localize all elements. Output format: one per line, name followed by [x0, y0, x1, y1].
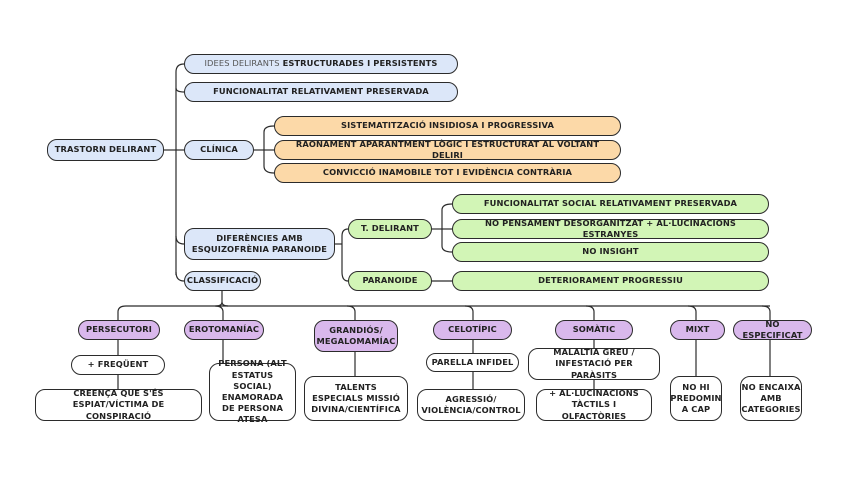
clinical-item[interactable]: RAONAMENT APARANTMENT LÒGIC I ESTRUCTURA…	[274, 138, 621, 160]
detail-persecutori-1[interactable]: + FREQÜENT	[71, 355, 165, 375]
clinical-node[interactable]: CLÍNICA	[184, 140, 254, 160]
type-mixt[interactable]: MIXT	[670, 320, 725, 340]
connector	[341, 228, 349, 237]
connector	[263, 125, 275, 133]
detail-text: TALENTS ESPECIALS MISSIÓ DIVINA/CIENTÍFI…	[311, 381, 401, 415]
type-grandios[interactable]: GRANDIÓS/ MEGALOMAMÍAC	[314, 320, 398, 352]
detail-somatic-1[interactable]: MALALTIA GREU / INFESTACIÓ PER PARÀSITS	[528, 347, 660, 380]
connector	[441, 245, 453, 253]
ideas-node[interactable]: IDEES DELIRANTS ESTRUCTURADES I PERSISTE…	[184, 54, 458, 74]
detail-no-especificat[interactable]: NO ENCAIXA AMB CATEGORIES	[740, 376, 802, 421]
connector	[175, 271, 185, 282]
detail-text: PERSONA (ALT ESTATUS SOCIAL) ENAMORADA D…	[218, 358, 287, 425]
type-label: GRANDIÓS/ MEGALOMAMÍAC	[316, 324, 396, 346]
classification-label: CLASSIFICACIÓ	[186, 275, 259, 286]
clinical-item[interactable]: SISTEMATITZACIÓ INSIDIOSA I PROGRESSIVA	[274, 116, 621, 136]
ideas-bold-text: ESTRUCTURADES I PERSISTENTS	[282, 58, 438, 69]
type-label: EROTOMANÍAC	[188, 324, 260, 335]
type-erotomaniac[interactable]: EROTOMANÍAC	[184, 320, 264, 340]
detail-text: AGRESSIÓ/ VIOLÈNCIA/CONTROL	[421, 393, 521, 415]
detail-erotomaniac[interactable]: PERSONA (ALT ESTATUS SOCIAL) ENAMORADA D…	[209, 358, 296, 424]
connector	[585, 305, 595, 320]
detail-text: + FREQÜENT	[87, 359, 149, 370]
differences-node[interactable]: DIFERÈNCIES AMB ESQUIZOFRÈNIA PARANOIDE	[184, 228, 335, 260]
ideas-light-text: IDEES DELIRANTS	[204, 58, 280, 69]
type-somatic[interactable]: SOMÀTIC	[555, 320, 633, 340]
type-label: MIXT	[685, 324, 710, 335]
connector	[175, 63, 185, 73]
type-label: CELOTÍPIC	[448, 324, 497, 335]
type-persecutori[interactable]: PERSECUTORI	[78, 320, 160, 340]
type-label: PERSECUTORI	[86, 324, 152, 335]
delirant-label: T. DELIRANT	[361, 223, 419, 234]
root-label: TRASTORN DELIRANT	[54, 144, 157, 155]
paranoid-label: PARANOIDE	[362, 275, 418, 286]
connector	[441, 203, 453, 211]
detail-somatic-2[interactable]: + AL·LUCINACIONS TÀCTILS I OLFACTÒRIES	[536, 388, 652, 421]
detail-text: NO HI PREDOMIN A CAP	[670, 381, 722, 415]
connector	[761, 305, 771, 320]
detail-persecutori-2[interactable]: CREENÇA QUE S'ÉS ESPIAT/VÍCTIMA DE CONSP…	[35, 388, 202, 421]
detail-text: MALALTIA GREU / INFESTACIÓ PER PARÀSITS	[553, 347, 635, 380]
detail-text: CREENÇA QUE S'ÉS ESPIAT/VÍCTIMA DE CONSP…	[72, 388, 165, 421]
connector	[214, 305, 224, 320]
connector	[346, 305, 356, 320]
connector	[117, 305, 127, 320]
clinical-label: CLÍNICA	[200, 144, 238, 155]
classification-node[interactable]: CLASSIFICACIÓ	[184, 271, 261, 291]
delirant-node[interactable]: T. DELIRANT	[348, 219, 432, 239]
type-label: SOMÀTIC	[572, 324, 616, 335]
type-no-especificat[interactable]: NO ESPECIFICAT	[733, 318, 812, 340]
paranoid-item[interactable]: DETERIORAMENT PROGRESSIU	[452, 271, 769, 291]
clinical-item-text: RAONAMENT APARANTMENT LÒGIC I ESTRUCTURA…	[295, 138, 600, 160]
delirant-item-text: NO PENSAMENT DESORGANITZAT + AL·LUCINACI…	[484, 217, 737, 239]
delirant-item[interactable]: NO PENSAMENT DESORGANITZAT + AL·LUCINACI…	[452, 217, 769, 239]
differences-label-line2: ESQUIZOFRÈNIA PARANOIDE	[191, 244, 328, 254]
connector	[464, 305, 474, 320]
functionality-node[interactable]: FUNCIONALITAT RELATIVAMENT PRESERVADA	[184, 82, 458, 102]
detail-celotipic-1[interactable]: PARELLA INFIDEL	[426, 353, 519, 372]
detail-mixt[interactable]: NO HI PREDOMIN A CAP	[670, 376, 722, 421]
type-label: NO ESPECIFICAT	[742, 318, 803, 340]
detail-text: + AL·LUCINACIONS TÀCTILS I OLFACTÒRIES	[549, 388, 639, 421]
detail-grandios[interactable]: TALENTS ESPECIALS MISSIÓ DIVINA/CIENTÍFI…	[304, 376, 408, 421]
delirant-item-text: NO INSIGHT	[582, 246, 639, 257]
differences-label-line1: DIFERÈNCIES AMB	[216, 232, 303, 243]
connector	[175, 87, 185, 93]
clinical-item-text: CONVICCIÓ INAMOBILE TOT I EVIDÈNCIA CONT…	[322, 167, 573, 178]
delirant-item-text: FUNCIONALITAT SOCIAL RELATIVAMENT PRESER…	[483, 198, 738, 209]
delirant-item[interactable]: FUNCIONALITAT SOCIAL RELATIVAMENT PRESER…	[452, 194, 769, 214]
clinical-item-text: SISTEMATITZACIÓ INSIDIOSA I PROGRESSIVA	[341, 120, 554, 131]
clinical-item[interactable]: CONVICCIÓ INAMOBILE TOT I EVIDÈNCIA CONT…	[274, 163, 621, 183]
connector	[687, 305, 697, 320]
connector	[263, 165, 275, 174]
connector	[341, 271, 349, 282]
detail-text: PARELLA INFIDEL	[431, 356, 514, 367]
delirant-item[interactable]: NO INSIGHT	[452, 242, 769, 262]
functionality-label: FUNCIONALITAT RELATIVAMENT PRESERVADA	[213, 86, 429, 97]
type-celotipic[interactable]: CELOTÍPIC	[433, 320, 512, 340]
connector	[175, 235, 185, 245]
paranoid-node[interactable]: PARANOIDE	[348, 271, 432, 291]
root-node[interactable]: TRASTORN DELIRANT	[47, 139, 164, 161]
paranoid-item-text: DETERIORAMENT PROGRESSIU	[538, 275, 683, 286]
detail-text: NO ENCAIXA AMB CATEGORIES	[741, 381, 801, 415]
detail-celotipic-2[interactable]: AGRESSIÓ/ VIOLÈNCIA/CONTROL	[417, 389, 525, 421]
